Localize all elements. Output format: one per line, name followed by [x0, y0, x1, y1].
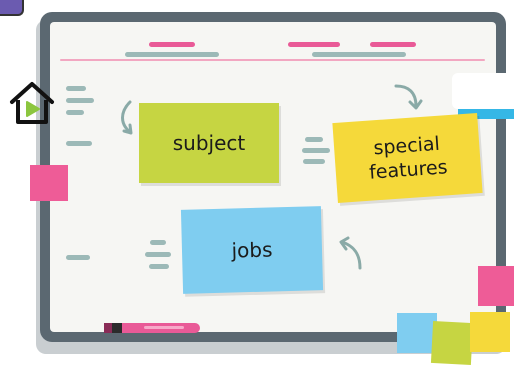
placeholder-line: [145, 252, 171, 257]
corner-decoration: [0, 0, 24, 16]
placeholder-line: [66, 141, 92, 146]
curved-arrow-icon: [339, 236, 362, 270]
header-underline: [60, 59, 485, 61]
marker-icon: [104, 323, 200, 333]
sticky-note-jobs[interactable]: jobs: [180, 206, 324, 294]
header-bar: [312, 52, 406, 57]
sticky-note-yellow: [470, 312, 510, 352]
placeholder-line: [66, 86, 86, 91]
side-tab: [452, 73, 514, 109]
placeholder-line: [150, 240, 166, 245]
header-bar: [288, 42, 340, 47]
sticky-note-green: [430, 320, 474, 365]
sticky-note-label: features: [368, 156, 449, 184]
placeholder-line: [305, 137, 323, 142]
placeholder-line: [66, 110, 84, 115]
side-tab-stripe: [458, 109, 514, 119]
sticky-note-special-features[interactable]: special features: [332, 113, 483, 203]
sticky-note-blue: [397, 313, 437, 353]
placeholder-line: [149, 264, 169, 269]
header-bar: [125, 52, 219, 57]
sticky-note-label: subject: [172, 131, 246, 155]
placeholder-line: [66, 98, 94, 103]
sticky-note-subject[interactable]: subject: [139, 103, 279, 183]
sticky-note-pink: [478, 266, 514, 306]
header-bar: [149, 42, 195, 47]
placeholder-line: [66, 255, 90, 260]
header-bar: [370, 42, 416, 47]
placeholder-line: [302, 148, 330, 153]
sticky-note-pink: [30, 165, 68, 201]
home-play-icon[interactable]: [8, 78, 56, 128]
curved-arrow-icon: [394, 84, 423, 110]
sticky-note-label: jobs: [231, 237, 273, 263]
placeholder-line: [303, 159, 325, 164]
curved-arrow-icon: [121, 100, 133, 135]
